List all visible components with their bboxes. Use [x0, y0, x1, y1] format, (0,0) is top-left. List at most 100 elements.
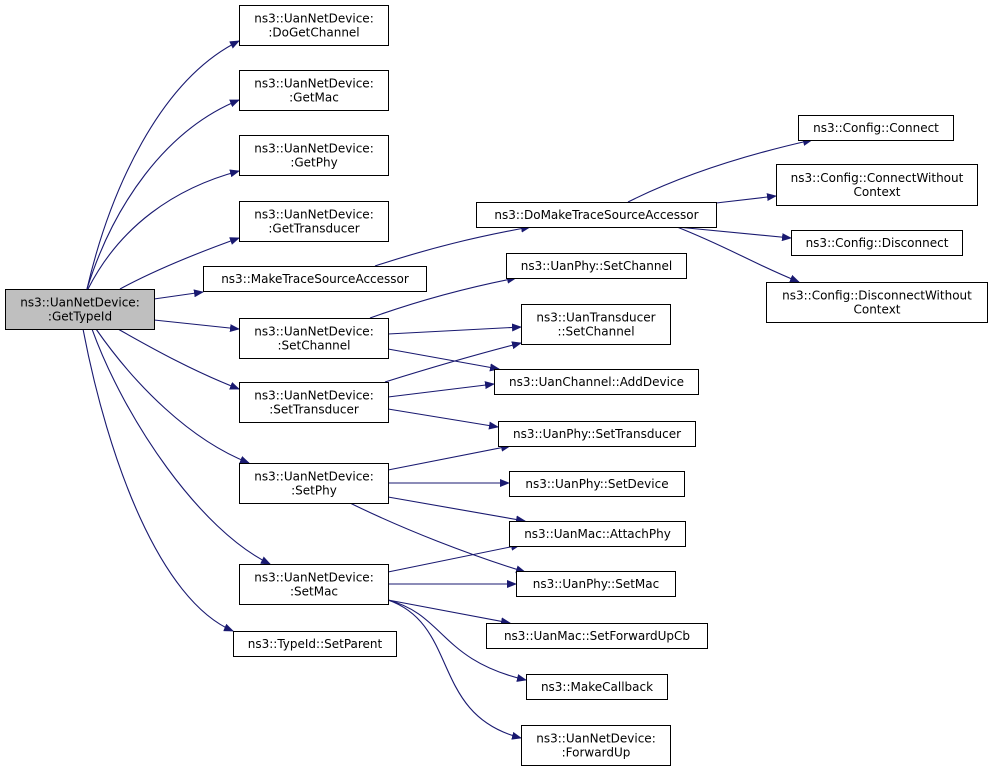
node-label-line: Context — [853, 303, 900, 317]
node-label-line: Context — [853, 185, 900, 199]
node-label-line: ns3::UanPhy::SetDevice — [525, 477, 668, 491]
node-addevice[interactable]: ns3::UanChannel::AddDevice — [494, 369, 699, 395]
node-box — [239, 382, 389, 423]
node-getphy[interactable]: ns3::UanNetDevice::GetPhy — [239, 135, 389, 176]
node-box — [498, 421, 696, 447]
node-label-line: ns3::UanNetDevice: — [254, 325, 373, 339]
node-label-line: :GetMac — [289, 91, 339, 105]
node-label-line: ns3::UanPhy::SetChannel — [521, 259, 672, 273]
node-uanphy-setmac[interactable]: ns3::UanPhy::SetMac — [516, 571, 676, 597]
node-label-line: ns3::UanNetDevice: — [254, 12, 373, 26]
node-label-line: :GetTypeId — [48, 310, 112, 324]
node-config-connect[interactable]: ns3::Config::Connect — [798, 115, 954, 141]
node-dogetchannel[interactable]: ns3::UanNetDevice::DoGetChannel — [239, 5, 389, 46]
node-label-line: ns3::UanMac::AttachPhy — [524, 527, 671, 541]
edge-gettypeid-to-getmac — [86, 99, 240, 290]
edge-setmac-to-attachphy — [387, 542, 521, 573]
node-maketrace[interactable]: ns3::MakeTraceSourceAccessor — [203, 266, 427, 292]
node-label-line: ns3::MakeTraceSourceAccessor — [221, 272, 409, 286]
node-label-line: :GetTransducer — [268, 222, 359, 236]
edge-setmac-to-forwardup — [387, 599, 522, 740]
edge-setmac-to-makecallback — [387, 599, 527, 682]
node-box — [239, 70, 389, 111]
node-label-line: :SetMac — [290, 585, 338, 599]
node-uanphy-setdevice[interactable]: ns3::UanPhy::SetDevice — [509, 471, 685, 497]
edge-setchannel-to-uantrans-setchannel — [387, 323, 522, 335]
edge-domaketrace-to-config-connectwithout — [715, 193, 777, 204]
node-box — [239, 5, 389, 46]
node-gettransducer[interactable]: ns3::UanNetDevice::GetTransducer — [239, 201, 389, 242]
edge-gettypeid-to-setparent — [82, 328, 234, 632]
node-setparent[interactable]: ns3::TypeId::SetParent — [233, 631, 397, 657]
node-label-line: ns3::UanPhy::SetTransducer — [513, 427, 681, 441]
node-box — [798, 115, 954, 141]
node-label-line: ::SetChannel — [557, 325, 634, 339]
edge-domaketrace-to-config-disconnectwithout — [676, 226, 800, 283]
node-label-line: :GetPhy — [290, 156, 337, 170]
node-box — [521, 304, 671, 345]
node-label-line: ns3::UanNetDevice: — [254, 389, 373, 403]
node-box — [521, 725, 671, 766]
node-settransducer[interactable]: ns3::UanNetDevice::SetTransducer — [239, 382, 389, 423]
node-setchannel[interactable]: ns3::UanNetDevice::SetChannel — [239, 318, 389, 359]
node-label-line: ns3::TypeId::SetParent — [248, 637, 383, 651]
node-makecallback[interactable]: ns3::MakeCallback — [526, 674, 668, 700]
node-label-line: ns3::Config::Connect — [813, 121, 939, 135]
node-uanphy-setchannel[interactable]: ns3::UanPhy::SetChannel — [506, 253, 687, 279]
node-box — [239, 135, 389, 176]
node-config-disconnect[interactable]: ns3::Config::Disconnect — [791, 230, 963, 256]
node-gettypeid[interactable]: ns3::UanNetDevice::GetTypeId — [5, 289, 155, 330]
edge-setchannel-to-addevice — [387, 348, 500, 372]
edge-setmac-to-setforwardupcb — [387, 599, 511, 626]
node-uanphy-settransducer[interactable]: ns3::UanPhy::SetTransducer — [498, 421, 696, 447]
node-label-line: ns3::UanNetDevice: — [254, 208, 373, 222]
node-label-line: ns3::DoMakeTraceSourceAccessor — [494, 208, 698, 222]
node-getmac[interactable]: ns3::UanNetDevice::GetMac — [239, 70, 389, 111]
node-label-line: ns3::Config::ConnectWithout — [791, 171, 964, 185]
node-label-line: :ForwardUp — [562, 746, 631, 760]
node-label-line: ns3::UanChannel::AddDevice — [509, 375, 684, 389]
node-label-line: ns3::Config::Disconnect — [806, 236, 949, 250]
node-label-line: ns3::UanNetDevice: — [254, 571, 373, 585]
node-box — [239, 463, 389, 504]
edge-settransducer-to-addevice — [387, 381, 495, 398]
edge-gettypeid-to-setphy — [95, 328, 250, 464]
node-setphy[interactable]: ns3::UanNetDevice::SetPhy — [239, 463, 389, 504]
edge-gettypeid-to-dogetchannel — [86, 40, 240, 290]
edge-settransducer-to-uanphy-settransducer — [387, 408, 499, 430]
node-label-line: ns3::UanPhy::SetMac — [533, 577, 660, 591]
node-box — [526, 674, 668, 700]
edge-setphy-to-uanphy-settransducer — [387, 443, 511, 471]
node-label-line: ns3::Config::DisconnectWithout — [782, 289, 972, 303]
node-label-line: ns3::UanNetDevice: — [536, 732, 655, 746]
node-box — [486, 623, 708, 649]
edge-domaketrace-to-config-connect — [627, 138, 813, 203]
node-layer: ns3::UanNetDevice::GetTypeIdns3::UanNetD… — [5, 5, 988, 766]
node-setmac[interactable]: ns3::UanNetDevice::SetMac — [239, 564, 389, 605]
node-attachphy[interactable]: ns3::UanMac::AttachPhy — [509, 521, 686, 547]
edge-settransducer-to-uantrans-setchannel — [384, 341, 522, 383]
node-setforwardupcb[interactable]: ns3::UanMac::SetForwardUpCb — [486, 623, 708, 649]
node-box — [509, 521, 686, 547]
edge-gettypeid-to-setmac — [91, 328, 271, 565]
node-box — [791, 230, 963, 256]
node-label-line: ns3::UanTransducer — [536, 311, 655, 325]
node-box — [509, 471, 685, 497]
node-box — [239, 318, 389, 359]
node-domaketrace[interactable]: ns3::DoMakeTraceSourceAccessor — [476, 202, 717, 228]
node-label-line: :SetChannel — [277, 339, 350, 353]
edge-domaketrace-to-config-disconnect — [676, 226, 792, 242]
edge-gettypeid-to-settransducer — [117, 328, 240, 390]
edge-setchannel-to-uanphy-setchannel — [369, 275, 517, 319]
node-box — [494, 369, 699, 395]
node-label-line: ns3::UanNetDevice: — [254, 470, 373, 484]
node-label-line: :SetTransducer — [269, 403, 359, 417]
node-label-line: :DoGetChannel — [268, 26, 359, 40]
node-uantrans-setchannel[interactable]: ns3::UanTransducer::SetChannel — [521, 304, 671, 345]
node-forwardup[interactable]: ns3::UanNetDevice::ForwardUp — [521, 725, 671, 766]
edge-setphy-to-uanphy-setmac — [349, 502, 526, 574]
node-box — [5, 289, 155, 330]
node-label-line: ns3::UanMac::SetForwardUpCb — [504, 629, 690, 643]
